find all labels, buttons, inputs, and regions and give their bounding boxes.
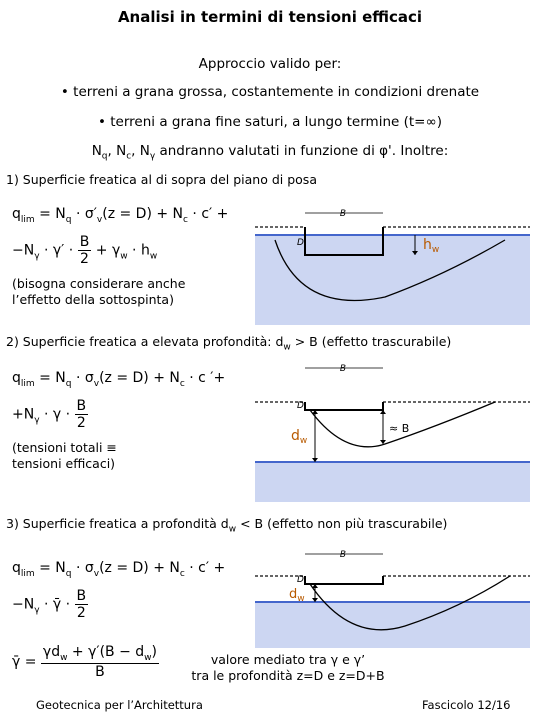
bullet-coarse-soils: • terreni a grana grossa, costantemente … [60,84,480,100]
case1-failure-surface [274,239,506,302]
case3-water [255,602,530,648]
coefficients-text-tail: andranno valutati in funzione di φ'. Ino… [155,143,449,159]
bullet-fine-soils: • terreni a grana fine saturi, a lungo t… [98,114,442,130]
case1-label-d: D [297,238,304,248]
case3-heading: 3) Superficie freatica a profondità dw <… [6,516,448,535]
case2-formula-line1: qlim = Nq · σv(z = D) + Nc · c ′+ [12,370,226,389]
case1-label-b: B [340,209,346,219]
case3-formula-line1: qlim = Nq · σv(z = D) + Nc · c′ + [12,560,226,579]
case3-label-d: D [297,575,304,585]
footer-course: Geotecnica per l’Architettura [36,698,203,712]
case1-heading: 1) Superficie freatica al di sopra del p… [6,172,317,187]
page-title: Analisi in termini di tensioni efficaci [117,8,423,26]
case1-note-line1: (bisogna considerare anche [12,276,186,291]
case3-mean-line2: tra le profondità z=D e z=D+B [191,668,385,683]
case3-mean-formula: γ̄ = γdw + γ′(B − dw)B [12,644,159,680]
case2-label-d: D [297,401,304,411]
case1-water [255,235,530,325]
case1-note: (bisogna considerare anche l’effetto del… [12,276,185,308]
coefficients-text: Nq, Nc, Nγ andranno valutati in funzione… [91,143,449,162]
case1-label-hw: hw [423,237,439,255]
case3-mean-note: valore mediato tra γ e γ’ tra le profond… [178,652,398,684]
case2-heading: 2) Superficie freatica a elevata profond… [6,334,452,353]
case2-diagram: B D dw ≈ B [255,364,530,502]
case1-formula-line1: qlim = Nq · σ′v(z = D) + Nc · c′ + [12,206,229,225]
case2-failure-surface [309,401,496,448]
case2-water [255,462,530,502]
case2-note: (tensioni totali ≡ tensioni efficaci) [12,440,117,472]
case3-label-dw: dw [289,587,305,604]
footer-page-number: Fascicolo 12/16 [422,698,511,712]
case3-mean-line1: valore mediato tra γ e γ’ [210,652,366,667]
case3-failure-surface [309,575,511,631]
case2-label-approx-b: ≈ B [389,422,409,435]
intro-text: Approccio valido per: [198,56,342,72]
case3-label-b: B [340,550,346,560]
case2-note-line1: (tensioni totali ≡ [12,440,117,455]
case2-label-dw: dw [291,428,307,446]
case2-note-line2: tensioni efficaci) [12,456,116,471]
case3-diagram: B D dw [255,550,530,648]
case2-label-b: B [340,364,346,374]
case1-diagram: B D hw [255,209,530,325]
case1-note-line2: l’effetto della sottospinta) [12,292,174,307]
